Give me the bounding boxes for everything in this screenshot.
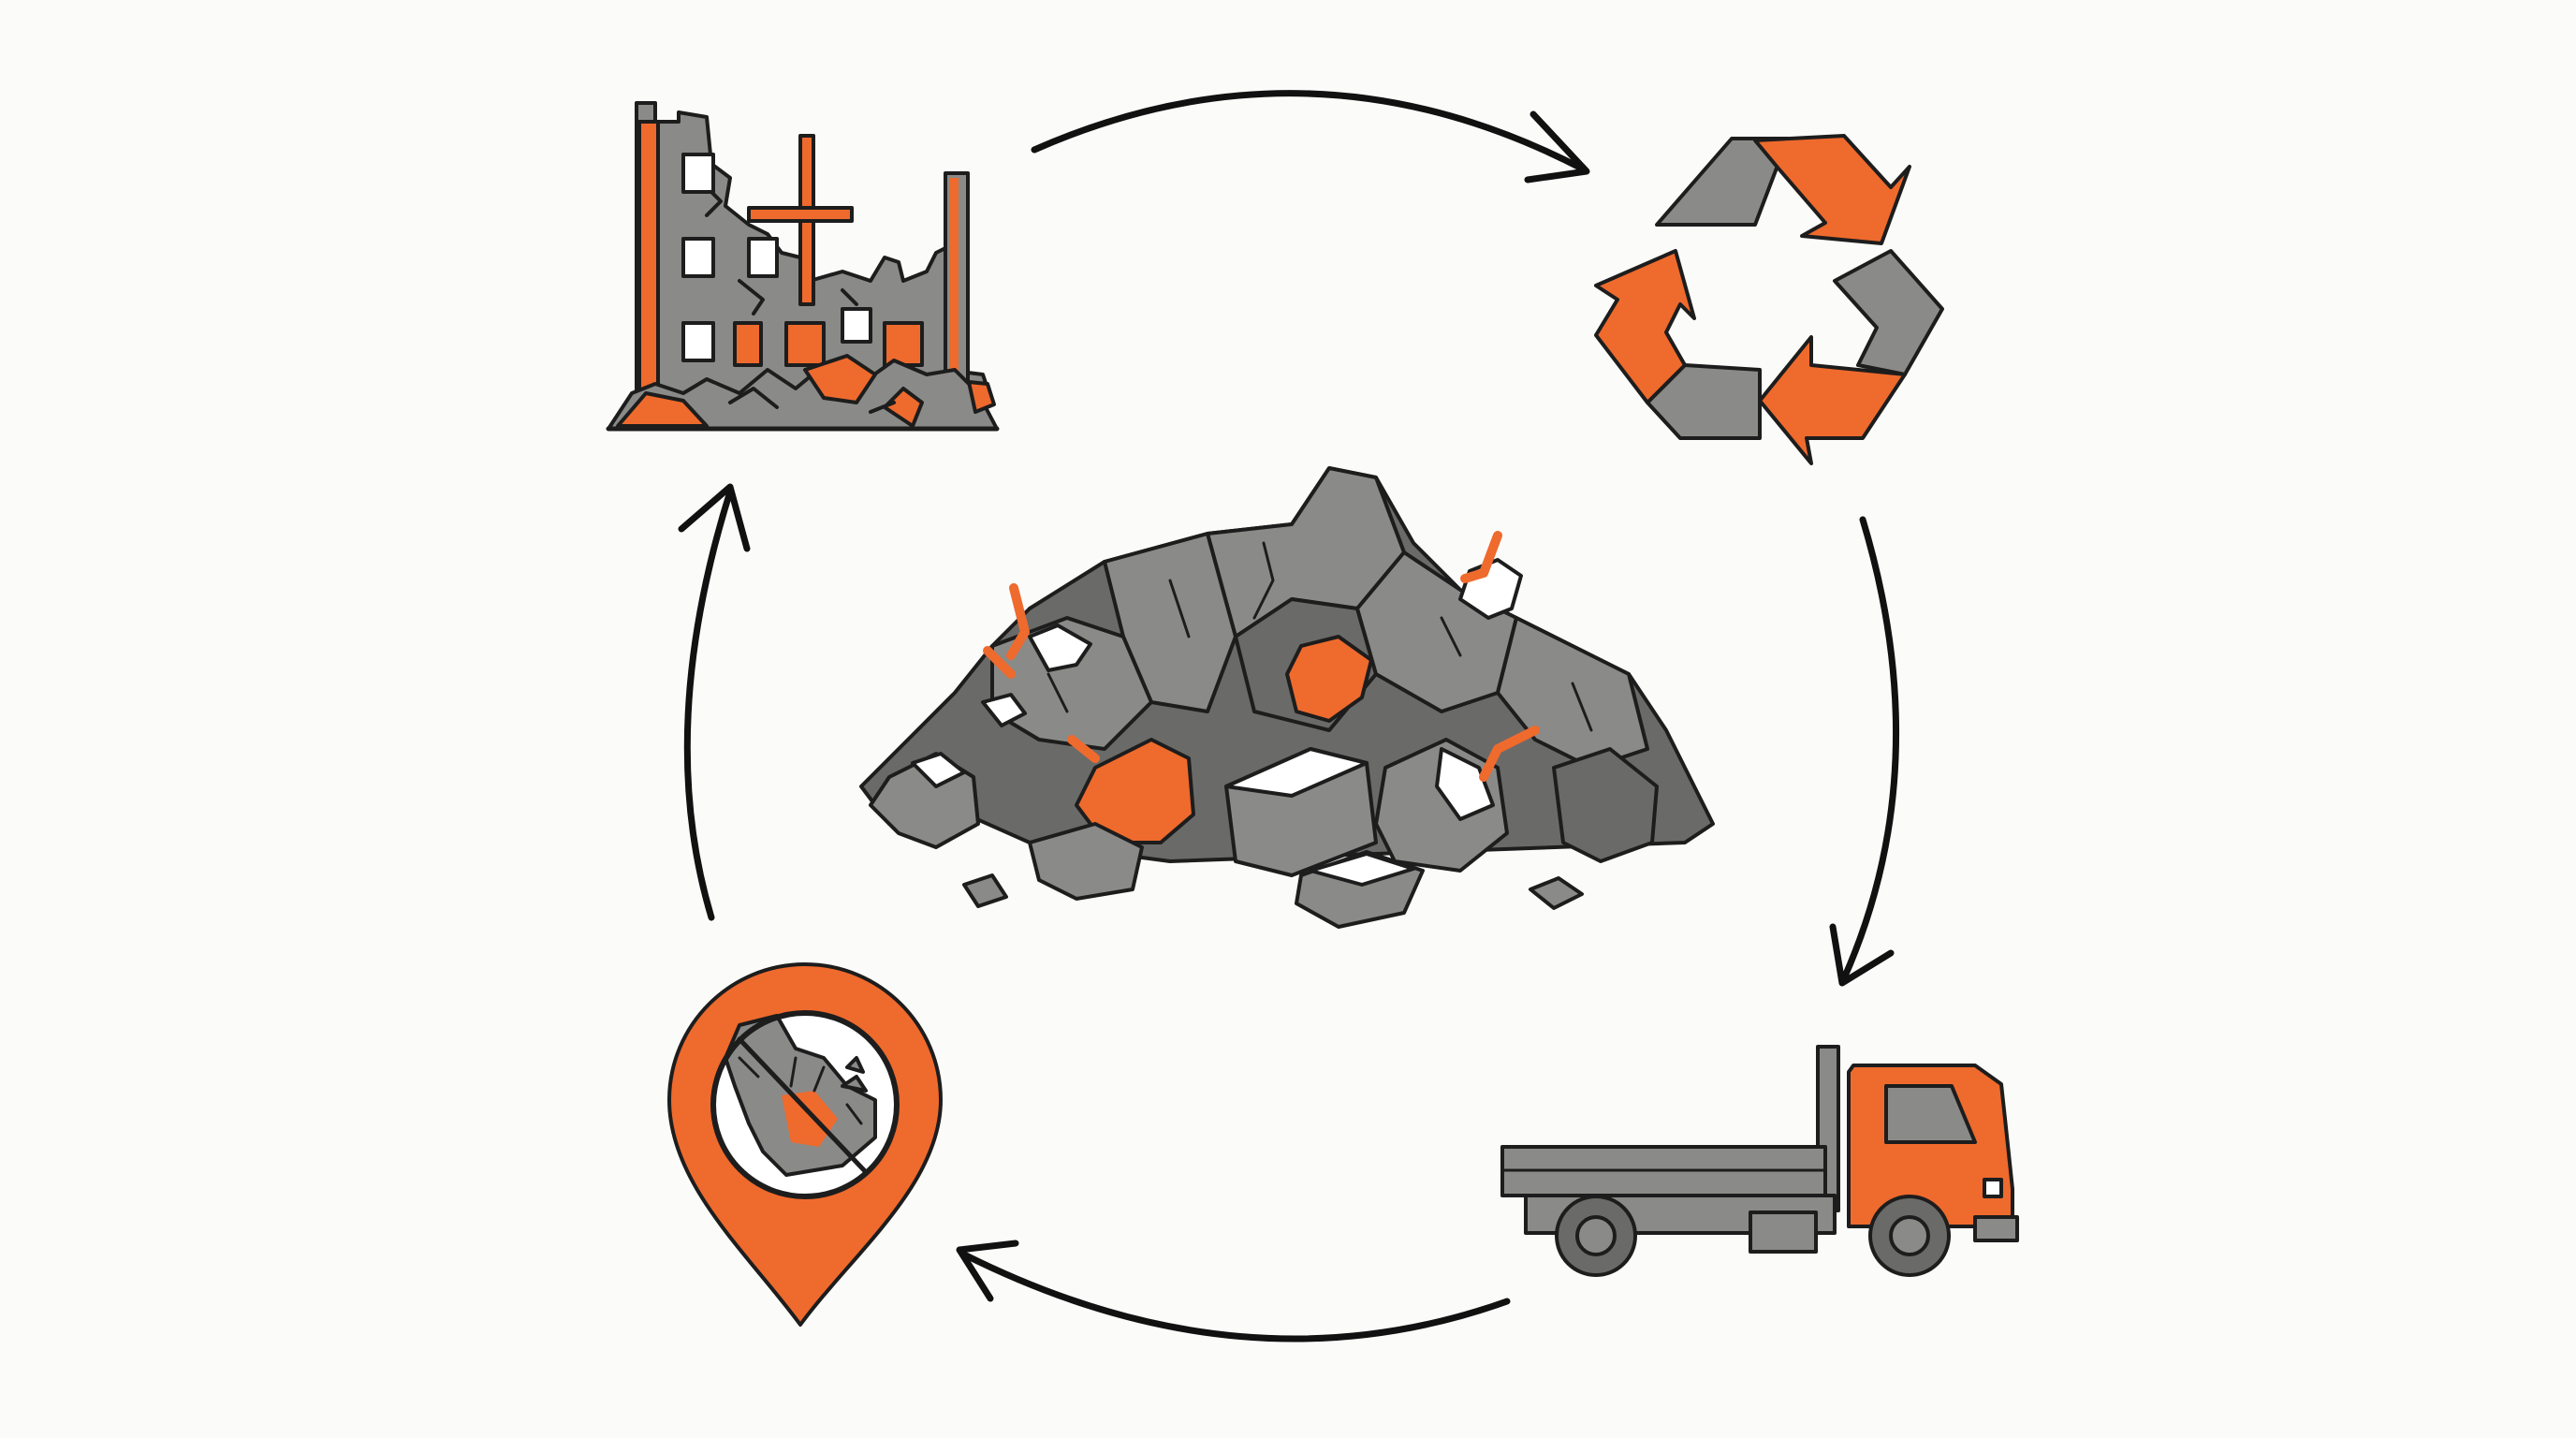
arrow-transport-to-disposal [956,1240,1511,1343]
rubble-pile-icon [859,466,1715,929]
dump-truck-icon [1500,1045,2019,1277]
cycle-arrows [678,90,1900,1343]
arrow-demolition-to-recycling [1031,90,1590,183]
location-pin-map-icon [667,962,943,1327]
arrow-disposal-to-demolition [678,483,751,921]
demolished-building-icon [606,101,1000,432]
recycle-icon [1594,134,1944,465]
arrow-recycling-to-transport [1829,516,1900,987]
